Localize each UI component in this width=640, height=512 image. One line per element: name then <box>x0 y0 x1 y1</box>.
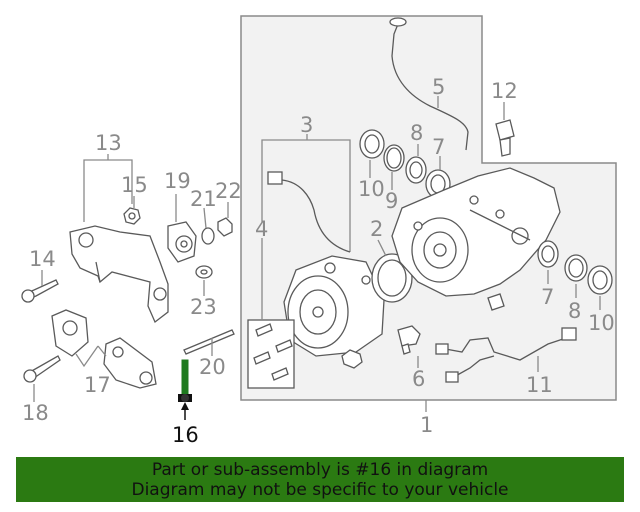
callout-7-top: 7 <box>432 135 445 159</box>
leader-17 <box>75 345 107 368</box>
washer-23 <box>195 265 213 279</box>
callout-16[interactable]: 16 <box>172 423 199 447</box>
connector-harness-3 <box>267 171 351 253</box>
callout-20: 20 <box>199 355 226 379</box>
washer-21 <box>201 227 215 245</box>
callout-3: 3 <box>300 113 313 137</box>
plug-12 <box>495 119 515 157</box>
bracket-17a <box>51 309 89 357</box>
callout-23: 23 <box>190 295 217 319</box>
callout-2: 2 <box>370 217 383 241</box>
crossmember-part <box>69 225 169 324</box>
gasket-2 <box>371 253 413 303</box>
bolt-14 <box>21 279 59 303</box>
callout-21: 21 <box>190 187 217 211</box>
callout-15: 15 <box>121 173 148 197</box>
callout-6: 6 <box>412 367 425 391</box>
callout-22: 22 <box>215 179 242 203</box>
differential-housing-1 <box>391 167 561 297</box>
callout-17: 17 <box>84 373 111 397</box>
callout-9: 9 <box>385 189 398 213</box>
leader-3 <box>261 139 351 252</box>
actuator-motor-3 <box>283 255 385 357</box>
bushing-19 <box>167 221 197 263</box>
bolt-16-highlighted[interactable] <box>178 359 192 402</box>
nut-15 <box>123 207 141 225</box>
stud-20 <box>183 329 235 355</box>
callout-4: 4 <box>255 217 268 241</box>
leader-2 <box>377 239 387 257</box>
wiring-harness-11 <box>435 327 577 383</box>
callout-14: 14 <box>29 247 56 271</box>
callout-13: 13 <box>95 131 122 155</box>
washer-8-top <box>405 156 427 184</box>
screw-set-4 <box>247 319 295 389</box>
seal-10-right <box>587 265 613 295</box>
breather-hose-5 <box>389 17 469 151</box>
oring-9 <box>383 144 405 172</box>
bolt-18 <box>23 355 61 383</box>
callout-11: 11 <box>526 373 553 397</box>
leader-16-arrow <box>181 402 189 410</box>
nut-22 <box>217 217 233 237</box>
callout-1: 1 <box>420 413 433 437</box>
callout-10-right: 10 <box>588 311 615 335</box>
callout-5: 5 <box>432 75 445 99</box>
bracket-17b <box>103 337 157 389</box>
callout-7-right: 7 <box>541 285 554 309</box>
callout-10-top: 10 <box>358 177 385 201</box>
callout-18: 18 <box>22 401 49 425</box>
callout-8-right: 8 <box>568 299 581 323</box>
bearing-7-right <box>537 240 559 268</box>
callout-12: 12 <box>491 79 518 103</box>
banner-line-2: Diagram may not be specific to your vehi… <box>131 480 509 500</box>
banner-line-1: Part or sub-assembly is #16 in diagram <box>151 460 489 480</box>
seal-10-top <box>359 129 385 159</box>
bolt-actuator <box>341 349 363 369</box>
sensor-6 <box>397 325 421 355</box>
info-banner: Part or sub-assembly is #16 in diagram D… <box>16 457 624 502</box>
callout-19: 19 <box>164 169 191 193</box>
connector-small <box>487 293 505 311</box>
callout-8-top: 8 <box>410 121 423 145</box>
washer-8-right <box>564 254 588 282</box>
leader-21 <box>203 207 207 229</box>
